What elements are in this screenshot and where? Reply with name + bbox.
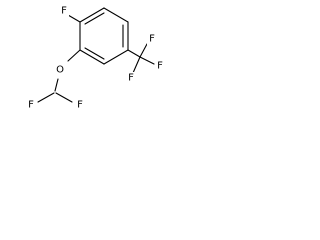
- structure-diagram: F O F F F F F: [26, 5, 165, 111]
- bond-ring-c2-c3: [103, 7, 129, 23]
- bond-cf3-f-right: [139, 56, 155, 65]
- bond-c4-cf3: [127, 49, 141, 58]
- atom-f-chf2-left-label: F: [28, 100, 34, 111]
- bond-o-chf2: [54, 78, 59, 92]
- bond-ring-c5-c6: [79, 49, 105, 65]
- atom-f-top-label: F: [61, 6, 67, 17]
- atom-f-chf2-right-label: F: [77, 100, 83, 111]
- bond-cf3-f-top: [139, 43, 148, 58]
- atom-o-ether-label: O: [56, 65, 64, 76]
- double-bond-inner-bottom: [84, 47, 105, 60]
- atom-f-top: F: [59, 5, 69, 17]
- atom-f-cf3-right-label: F: [157, 61, 163, 72]
- bond-c6-o: [67, 49, 81, 62]
- atom-f-chf2-right: F: [75, 99, 85, 111]
- atom-f-cf3-bottom-label: F: [128, 73, 134, 84]
- double-bond-inner-top: [84, 12, 105, 25]
- bond-ring-c4-c5: [103, 49, 129, 65]
- atom-f-cf3-bottom: F: [126, 72, 136, 84]
- bond-cf3-f-bottom: [132, 56, 141, 74]
- atom-o-ether: O: [54, 63, 66, 76]
- bond-c1-f: [67, 14, 81, 23]
- bond-ring-c1-c2: [79, 7, 105, 23]
- bond-chf2-f-left: [37, 92, 55, 103]
- atom-f-cf3-right: F: [155, 60, 165, 72]
- atom-f-cf3-top-label: F: [149, 34, 155, 45]
- atom-f-chf2-left: F: [26, 99, 36, 111]
- bond-chf2-f-right: [55, 92, 73, 103]
- atom-f-cf3-top: F: [147, 33, 157, 45]
- benzene-ring: [79, 7, 129, 65]
